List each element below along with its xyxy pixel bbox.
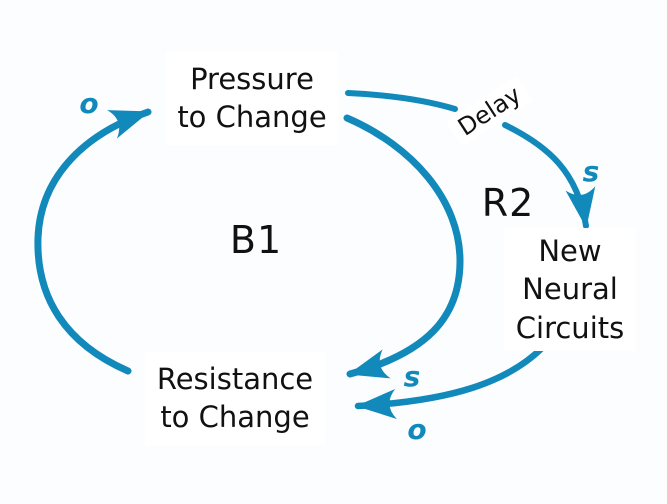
loop-label-r2: R2: [481, 181, 535, 225]
arrow-pressure-to-resistance: [343, 114, 464, 379]
arrow-neural-to-resistance: [354, 343, 547, 419]
node-new-neural-circuits: New Neural Circuits: [503, 228, 637, 351]
loop-label-b1: B1: [229, 218, 283, 262]
arrow-resistance-to-pressure: [34, 108, 152, 375]
arrow-pressure-to-neural-segment-2: [502, 122, 596, 229]
polarity-s-pressure-to-neural: s: [582, 155, 600, 188]
node-resistance-to-change: Resistance to Change: [144, 352, 326, 445]
node-pressure-to-change: Pressure to Change: [165, 52, 339, 145]
arrow-pressure-to-neural-segment-1: [345, 90, 458, 112]
polarity-o-neural-to-resistance: o: [407, 413, 427, 446]
polarity-s-pressure-to-resistance: s: [403, 360, 421, 393]
polarity-o-resistance-to-pressure: o: [79, 87, 99, 120]
